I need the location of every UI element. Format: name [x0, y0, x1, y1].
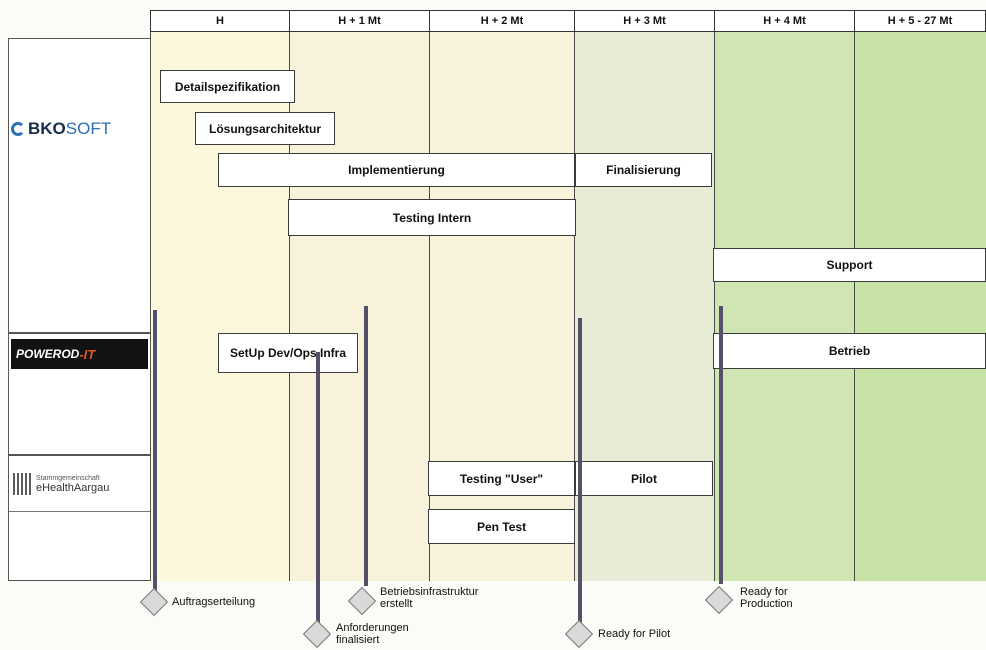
- task-pen-test: Pen Test: [428, 509, 575, 544]
- milestone-label-ready-for-production: Ready for Production: [740, 586, 793, 610]
- org-panel-ehealth: Stammgemeinschaft eHealthAargau: [8, 455, 151, 581]
- column-header-h3: H + 3 Mt: [575, 10, 715, 32]
- task-betrieb: Betrieb: [713, 333, 986, 369]
- phase-column-h3: [575, 32, 715, 581]
- powerod-logo-part1: POWEROD: [16, 347, 80, 361]
- milestone-diamond-anforderungen: [302, 619, 332, 649]
- bkosoft-swirl-icon: [11, 122, 25, 136]
- column-header-h4: H + 4 Mt: [715, 10, 855, 32]
- task-detailspezifikation: Detailspezifikation: [160, 70, 295, 103]
- milestone-label-auftragserteilung: Auftragserteilung: [172, 596, 256, 608]
- column-header-h2: H + 2 Mt: [430, 10, 575, 32]
- milestone-diamond-ready-for-production: [704, 585, 734, 615]
- milestone-label-ready-for-pilot: Ready for Pilot: [598, 628, 671, 640]
- milestone-line-auftragserteilung: [153, 310, 157, 596]
- org-panel-powerod: POWEROD-IT: [8, 333, 151, 455]
- task-loesungsarchitektur: Lösungsarchitektur: [195, 112, 335, 145]
- phase-column-h2: [430, 32, 575, 581]
- milestone-line-anforderungen: [316, 352, 320, 630]
- task-setup-devops: SetUp Dev/Ops Infra: [218, 333, 358, 373]
- milestone-label-betriebsinfrastruktur: Betriebsinfrastruktur erstellt: [380, 586, 479, 610]
- task-implementierung: Implementierung: [218, 153, 575, 187]
- milestone-line-ready-for-production: [719, 306, 723, 584]
- milestone-line-betriebsinfrastruktur: [364, 306, 368, 586]
- powerod-logo-part2: -IT: [79, 346, 96, 362]
- bkosoft-logo-part1: BKO: [28, 119, 66, 138]
- milestone-diamond-betriebsinfrastruktur: [347, 586, 377, 616]
- phase-column-h4: [715, 32, 855, 581]
- milestone-diamond-auftragserteilung: [139, 587, 169, 617]
- ehealth-grid-icon: [13, 473, 31, 495]
- ehealth-divider: [9, 511, 150, 512]
- column-header-h: H: [150, 10, 290, 32]
- powerod-logo: POWEROD-IT: [11, 339, 148, 369]
- task-support: Support: [713, 248, 986, 282]
- ehealth-logo: Stammgemeinschaft eHealthAargau: [11, 462, 150, 506]
- task-testing-intern: Testing Intern: [288, 199, 576, 236]
- milestone-label-anforderungen: Anforderungen finalisiert: [336, 622, 409, 646]
- column-header-h1: H + 1 Mt: [290, 10, 430, 32]
- milestone-diamond-ready-for-pilot: [564, 619, 594, 649]
- ehealth-logo-line1: Stammgemeinschaft: [36, 474, 100, 482]
- phase-column-h5: [855, 32, 986, 581]
- column-header-h5: H + 5 - 27 Mt: [855, 10, 986, 32]
- header-caption: [10, 0, 410, 10]
- milestone-line-ready-for-pilot: [578, 318, 582, 630]
- task-pilot: Pilot: [575, 461, 713, 496]
- task-testing-user: Testing "User": [428, 461, 575, 496]
- bkosoft-logo-part2: SOFT: [65, 119, 112, 138]
- ehealth-logo-line2: eHealthAargau: [36, 481, 110, 494]
- task-finalisierung: Finalisierung: [575, 153, 712, 187]
